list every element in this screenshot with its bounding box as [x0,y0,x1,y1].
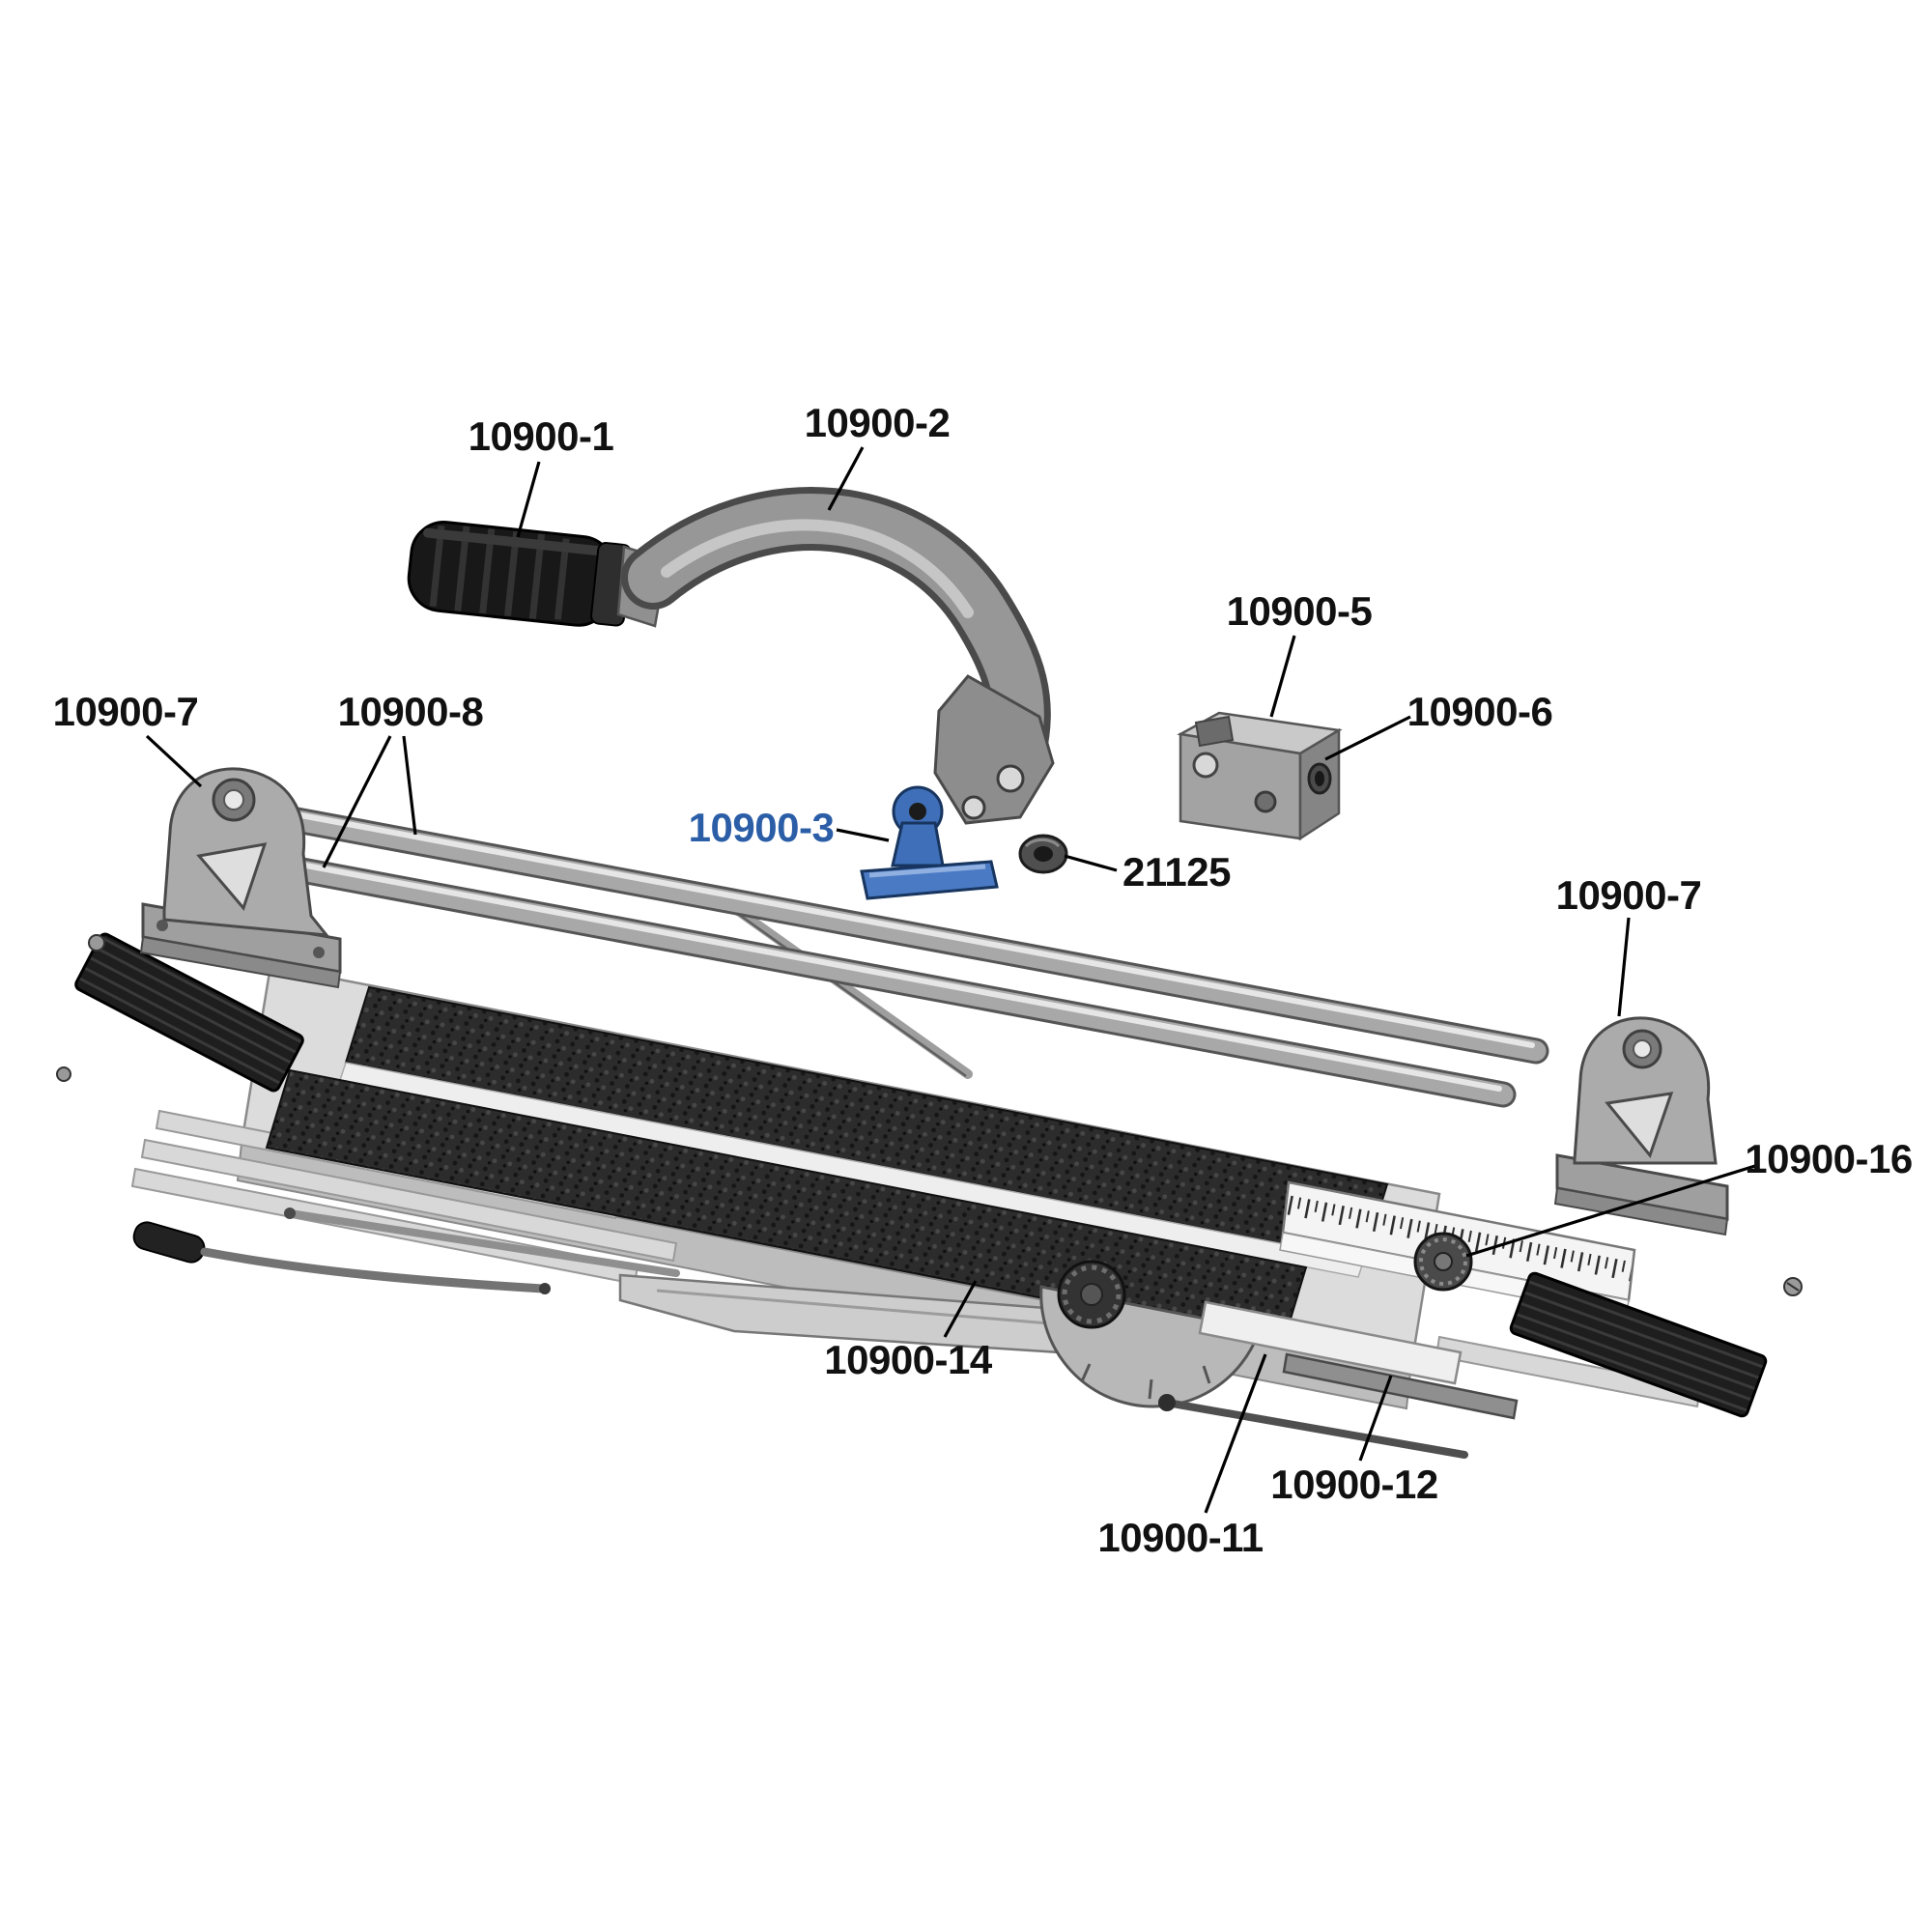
part-label-10900-5: 10900-5 [1226,588,1373,634]
lever-arm-10900-2 [621,487,1055,825]
part-label-21125: 21125 [1122,849,1231,895]
lower-rod [1158,1394,1468,1459]
part-label-10900-7-left: 10900-7 [52,689,199,734]
part-label-10900-1: 10900-1 [468,413,614,459]
nut-21125 [1018,834,1068,874]
arm-head [933,674,1055,825]
part-label-10900-3-highlighted: 10900-3 [688,805,835,850]
breaker-bar [132,1208,680,1294]
right-slide-extension [1509,1271,1803,1418]
part-label-10900-6: 10900-6 [1406,689,1553,734]
part-label-10900-8: 10900-8 [337,689,484,734]
grip-pads [265,985,1389,1347]
crank-handle [132,1221,206,1264]
screw [56,1066,71,1082]
part-label-10900-2: 10900-2 [804,400,951,445]
part-label-10900-14: 10900-14 [824,1337,992,1382]
part-label-10900-16: 10900-16 [1745,1136,1913,1181]
part-label-10900-11: 10900-11 [1097,1515,1264,1560]
fence-10900-11 [1198,1300,1463,1385]
left-end-bracket-10900-7 [139,767,342,989]
left-slide-extension [56,932,304,1093]
support-strut [729,903,973,1079]
breaker-foot-10900-3 [860,785,999,900]
trolley-block-10900-5 [1177,711,1343,841]
angle-guide [1039,1260,1262,1408]
part-label-10900-7-right: 10900-7 [1555,872,1702,918]
rail-10900-12 [1282,1352,1519,1420]
screw [88,934,105,952]
part-label-10900-12: 10900-12 [1270,1462,1438,1507]
threaded-hole-10900-6 [1307,762,1332,795]
sliding-plate-10900-14 [618,1273,1097,1356]
guide-rails-10900-8 [247,806,1549,1108]
right-end-bracket-10900-7 [1553,1016,1729,1236]
leader-lines [145,446,1759,1514]
